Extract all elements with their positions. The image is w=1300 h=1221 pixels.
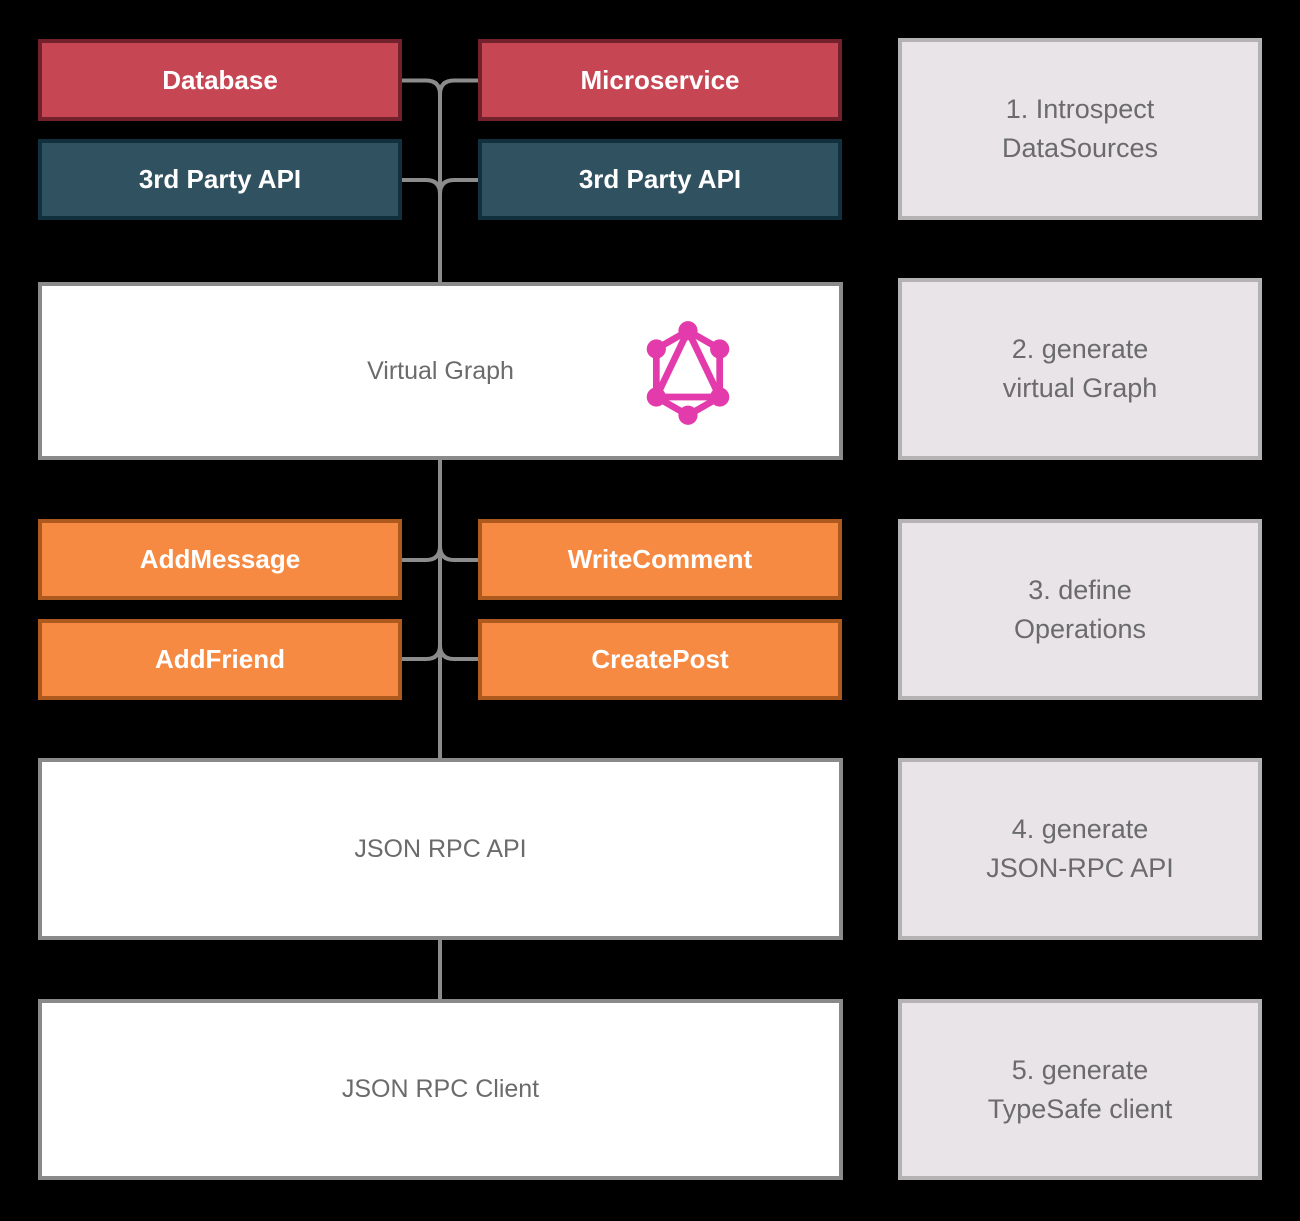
- wire-addmessage-to-trunk: [400, 544, 442, 562]
- step-panel-define-operations: 3. define Operations: [898, 519, 1262, 700]
- node-database: Database: [38, 39, 402, 121]
- step-line: 3. define: [1028, 574, 1132, 605]
- node-add-message: AddMessage: [38, 519, 402, 600]
- step-line: 4. generate: [1011, 814, 1149, 844]
- step-panel-generate-json-rpc-api: 4. generate JSON-RPC API: [898, 758, 1262, 940]
- step-panel-introspect-datasources: 1. Introspect DataSources: [898, 38, 1262, 220]
- step-panel-generate-virtual-graph: 2. generate virtual Graph: [898, 278, 1262, 460]
- step-line: DataSources: [1001, 133, 1159, 163]
- node-3rd-party-api-right-label: 3rd Party API: [578, 164, 742, 194]
- node-microservice-label: Microservice: [580, 64, 740, 95]
- node-write-comment-label: WriteComment: [567, 544, 753, 574]
- wire-database-to-trunk: [400, 78, 442, 97]
- node-3rd-party-api-right: 3rd Party API: [478, 139, 842, 220]
- node-virtual-graph: Virtual Graph: [38, 282, 843, 460]
- node-3rd-party-api-left-label: 3rd Party API: [138, 164, 302, 194]
- wire-writecomment-to-trunk: [438, 544, 480, 562]
- node-json-rpc-api-label: JSON RPC API: [354, 834, 527, 863]
- node-write-comment: WriteComment: [478, 519, 842, 600]
- step-line: Operations: [1013, 613, 1147, 644]
- node-microservice: Microservice: [478, 39, 842, 121]
- node-add-message-label: AddMessage: [139, 544, 301, 574]
- wire-createpost-to-trunk: [438, 643, 480, 661]
- step-line: 2. generate: [1011, 334, 1149, 364]
- node-database-label: Database: [162, 64, 278, 95]
- wire-microservice-to-trunk: [438, 78, 480, 97]
- node-json-rpc-client-label: JSON RPC Client: [341, 1075, 540, 1103]
- node-create-post-label: CreatePost: [591, 644, 729, 674]
- step-line: virtual Graph: [1002, 373, 1158, 403]
- step-line: 1. Introspect: [1005, 94, 1155, 124]
- node-3rd-party-api-left: 3rd Party API: [38, 139, 402, 220]
- node-json-rpc-client: JSON RPC Client: [38, 999, 843, 1180]
- wire-3rdparty-right-to-trunk: [438, 178, 480, 196]
- wire-3rdparty-left-to-trunk: [400, 178, 442, 196]
- wire-addfriend-to-trunk: [400, 643, 442, 661]
- step-panel-generate-typesafe-client: 5. generate TypeSafe client: [898, 999, 1262, 1180]
- node-add-friend-label: AddFriend: [155, 644, 285, 674]
- step-line: TypeSafe client: [987, 1093, 1173, 1124]
- node-create-post: CreatePost: [478, 619, 842, 700]
- step-line: JSON-RPC API: [986, 853, 1174, 883]
- node-json-rpc-api: JSON RPC API: [38, 758, 843, 940]
- graphql-logo-icon: [646, 321, 730, 425]
- node-virtual-graph-label: Virtual Graph: [367, 356, 514, 385]
- step-line: 5. generate: [1011, 1054, 1149, 1085]
- node-add-friend: AddFriend: [38, 619, 402, 700]
